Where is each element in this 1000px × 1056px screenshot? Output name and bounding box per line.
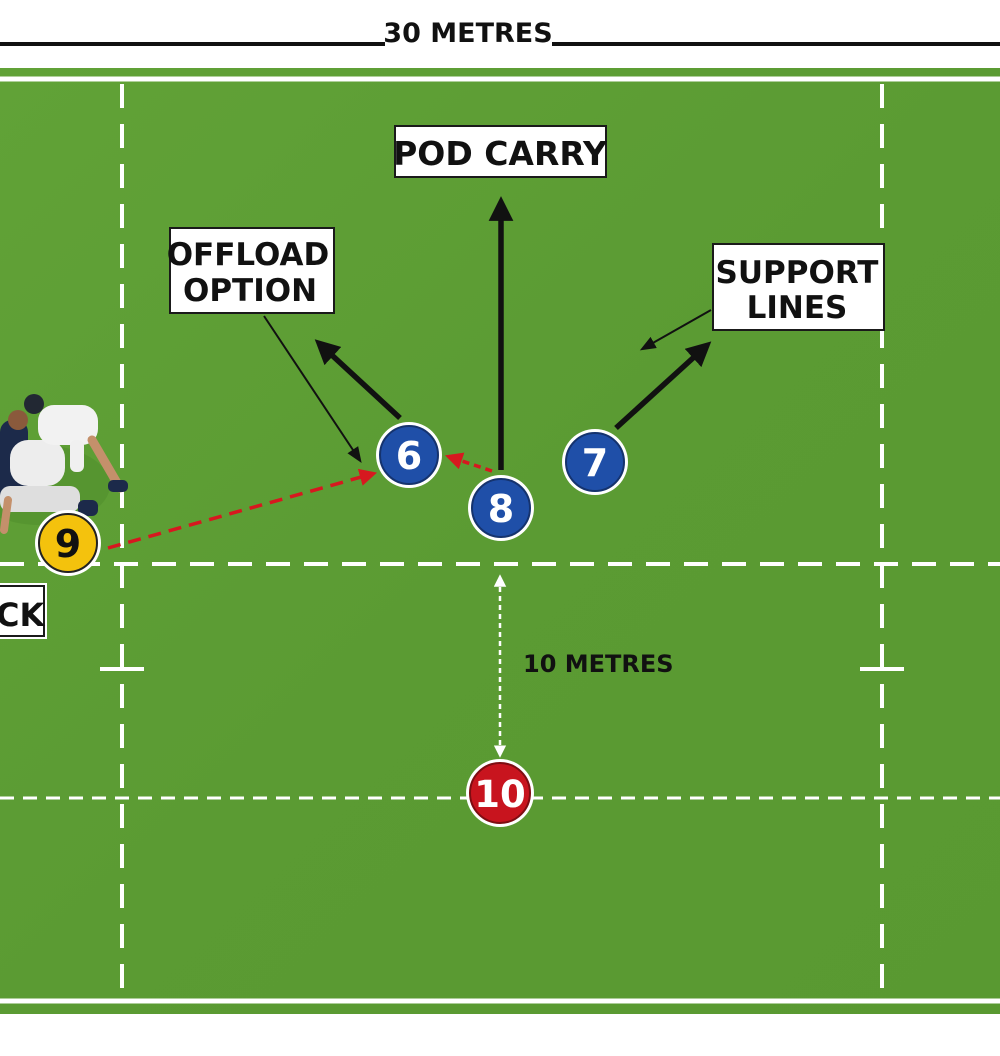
run-7-arrow bbox=[614, 341, 712, 431]
player-9-marker[interactable]: 9 bbox=[35, 510, 101, 576]
width-label: 30 METRES bbox=[383, 18, 552, 49]
pass-8-to-6 bbox=[445, 452, 493, 473]
player-8-marker[interactable]: 8 bbox=[468, 475, 534, 541]
support-label-line2: LINES bbox=[747, 290, 848, 326]
ten-metres-label: 10 METRES bbox=[523, 650, 674, 678]
player-7-number: 7 bbox=[582, 441, 608, 485]
offload-label-line2: OPTION bbox=[183, 273, 317, 309]
ten-metre-measure: 10 METRES bbox=[493, 574, 674, 758]
support-lines-callout: SUPPORT LINES bbox=[712, 243, 885, 331]
run-lines bbox=[263, 196, 712, 470]
run-6-arrow bbox=[314, 339, 402, 421]
player-10-marker[interactable]: 10 bbox=[466, 759, 534, 827]
support-label-line1: SUPPORT bbox=[716, 255, 879, 291]
player-10-number: 10 bbox=[474, 773, 526, 816]
player-8-number: 8 bbox=[488, 487, 514, 531]
pass-lines bbox=[107, 452, 493, 550]
offload-option-callout: OFFLOAD OPTION bbox=[167, 227, 335, 314]
ruck-players-image bbox=[0, 394, 128, 534]
player-6-number: 6 bbox=[396, 434, 422, 478]
offload-label-line1: OFFLOAD bbox=[167, 237, 330, 273]
ruck-label-box: CK bbox=[0, 583, 47, 639]
support-pointer bbox=[639, 309, 712, 351]
pass-9-to-6 bbox=[107, 468, 378, 550]
player-9-number: 9 bbox=[55, 522, 81, 566]
player-6-marker[interactable]: 6 bbox=[376, 422, 442, 488]
dimension-line-left bbox=[0, 42, 385, 46]
pitch-lines bbox=[0, 76, 1000, 1004]
ruck-label: CK bbox=[0, 596, 45, 634]
pod-carry-label: POD CARRY bbox=[393, 134, 608, 173]
offload-pointer bbox=[263, 315, 362, 463]
player-7-marker[interactable]: 7 bbox=[562, 429, 628, 495]
width-dimension: 30 METRES bbox=[0, 18, 1000, 49]
dimension-line-right bbox=[552, 42, 1000, 46]
pod-carry-callout: POD CARRY bbox=[393, 125, 608, 178]
